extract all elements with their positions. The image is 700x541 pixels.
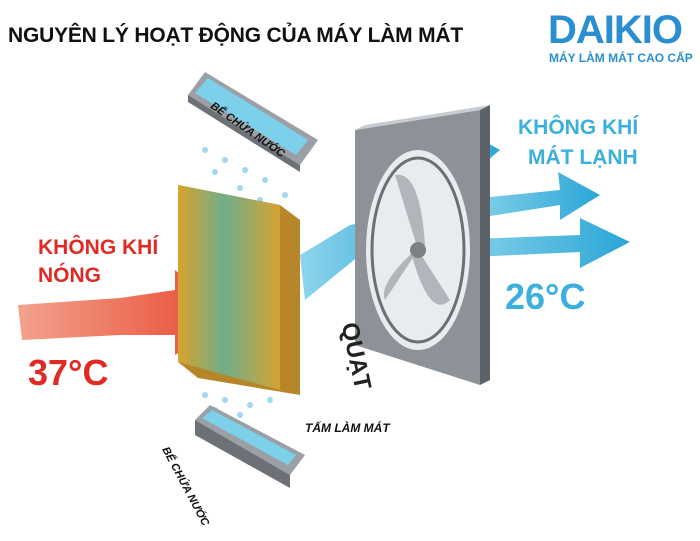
top-water-tank: [188, 72, 318, 172]
cooling-pad-label: TẤM LÀM MÁT: [305, 421, 390, 435]
hot-air-label-line2: NÓNG: [38, 264, 101, 287]
page-title: NGUYÊN LÝ HOẠT ĐỘNG CỦA MÁY LÀM MÁT: [8, 24, 463, 47]
brand-tagline: MÁY LÀM MÁT CAO CẤP: [549, 51, 693, 65]
hot-air-temperature: 37°C: [28, 352, 109, 393]
brand-logo: DAIKIO: [548, 8, 683, 52]
cool-air-label-line2: MÁT LẠNH: [528, 146, 638, 169]
cooling-pad: [178, 185, 300, 395]
cool-air-label-line1: KHÔNG KHÍ: [518, 116, 639, 139]
cool-air-temperature: 26°C: [505, 276, 586, 317]
fan: [355, 105, 490, 385]
hot-air-label-line1: KHÔNG KHÍ: [38, 236, 159, 259]
bottom-water-tank: [195, 405, 305, 488]
